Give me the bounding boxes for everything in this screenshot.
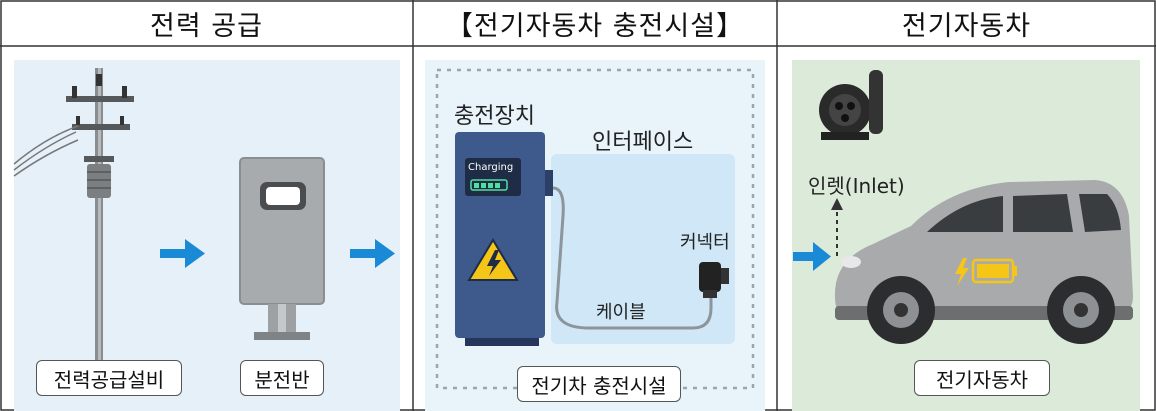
distribution-board-label: 분전반 — [240, 360, 324, 396]
battery-icon — [971, 258, 1017, 284]
charging-cable — [552, 186, 713, 330]
inlet-label: 인렛(Inlet) — [808, 174, 905, 198]
charging-facility-label: 전기차 충전시설 — [517, 366, 681, 402]
lightning-icon — [955, 258, 969, 286]
power-supply-illustration — [13, 68, 395, 368]
connector-label: 커넥터 — [680, 232, 730, 253]
charger-icon — [455, 132, 553, 346]
distribution-box-icon — [239, 157, 325, 340]
warning-icon — [467, 238, 519, 281]
electric-vehicle-label: 전기자동차 — [914, 360, 1050, 396]
charging-facility-illustration — [435, 68, 755, 390]
header-electric-vehicle: 전기자동차 — [901, 10, 1032, 42]
dashed-arrow-icon — [831, 198, 843, 256]
power-pole-icon — [13, 68, 134, 368]
charger-screen-text: Charging — [468, 162, 514, 173]
cable-label: 케이블 — [596, 302, 646, 323]
electric-vehicle-illustration — [793, 70, 1133, 344]
power-equipment-label: 전력공급설비 — [36, 360, 182, 396]
connector-plug-icon — [699, 262, 729, 298]
inlet-socket-icon — [819, 70, 883, 140]
interface-title: 인터페이스 — [592, 130, 694, 155]
arrow-right-icon — [793, 242, 831, 271]
arrow-right-icon — [160, 239, 205, 268]
interface-area — [551, 154, 735, 344]
car-icon — [834, 180, 1133, 344]
arrow-right-icon — [350, 239, 395, 268]
header-power-supply: 전력 공급 — [150, 10, 263, 42]
charger-title: 충전장치 — [454, 104, 535, 129]
header-charging-facility: 【전기자동차 충전시설】 — [445, 10, 745, 42]
